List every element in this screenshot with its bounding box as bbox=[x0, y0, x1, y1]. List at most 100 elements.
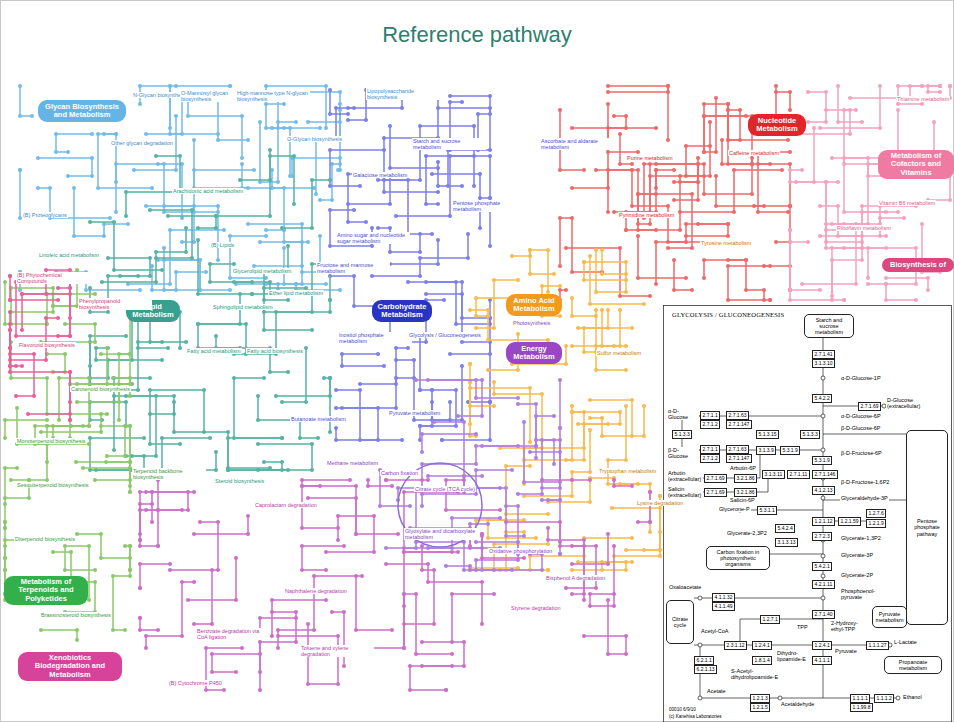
compound-dot bbox=[138, 490, 142, 494]
compound-dot bbox=[202, 388, 206, 392]
pathway-line bbox=[107, 426, 130, 486]
compound-dot bbox=[474, 492, 478, 496]
pathway-line bbox=[348, 174, 366, 222]
compound-dot bbox=[418, 424, 422, 428]
compound-dot bbox=[454, 424, 458, 428]
compound-dot bbox=[172, 394, 176, 398]
compound-dot bbox=[588, 254, 592, 258]
compound-dot bbox=[612, 592, 616, 596]
compound-dot bbox=[642, 162, 646, 166]
compound-dot bbox=[288, 126, 292, 130]
compound-dot bbox=[57, 376, 61, 380]
compound-dot bbox=[624, 548, 628, 552]
compound-dot bbox=[726, 234, 730, 238]
compound-dot bbox=[618, 246, 622, 250]
compound-dot bbox=[3, 280, 7, 284]
compound-dot bbox=[920, 102, 924, 106]
pathway-line bbox=[620, 484, 650, 532]
compound-dot bbox=[208, 262, 212, 266]
compound-dot bbox=[818, 288, 822, 292]
compound-dot bbox=[426, 474, 430, 478]
compound-dot bbox=[420, 568, 424, 572]
compound-dot bbox=[376, 406, 380, 410]
node-text: Metabolism of Cofactors and Vitamins bbox=[883, 152, 949, 177]
compound-dot bbox=[546, 568, 550, 572]
compound-dot bbox=[306, 496, 310, 500]
compound-dot bbox=[678, 174, 682, 178]
compound-dot bbox=[128, 460, 132, 464]
pathway-line bbox=[572, 412, 620, 424]
compound-dot bbox=[48, 186, 52, 190]
compound-dot bbox=[348, 478, 352, 482]
compound-dot bbox=[66, 150, 70, 154]
pathway-line bbox=[404, 518, 500, 548]
compound-dot bbox=[306, 240, 310, 244]
node-text: 5.1.3.15 bbox=[759, 431, 777, 438]
compound-dot bbox=[3, 418, 7, 422]
compound-dot bbox=[56, 316, 60, 320]
compound-dot bbox=[800, 168, 804, 172]
compound-dot bbox=[552, 438, 556, 442]
compound-dot bbox=[106, 346, 110, 350]
compound-dot bbox=[160, 268, 164, 272]
compound-dot bbox=[68, 412, 72, 416]
compound-dot bbox=[288, 174, 292, 178]
compound-dot bbox=[540, 498, 544, 502]
compound-dot bbox=[460, 100, 464, 104]
compound-dot bbox=[516, 396, 520, 400]
compound-dot bbox=[310, 442, 314, 446]
compound-dot bbox=[648, 490, 652, 494]
compound-dot bbox=[262, 328, 266, 332]
compound-dot bbox=[117, 418, 121, 422]
compound-dot bbox=[624, 344, 628, 348]
compound-dot bbox=[948, 198, 952, 202]
node-text: 2.7.1.69 bbox=[707, 489, 725, 496]
compound-dot bbox=[210, 670, 214, 674]
compound-dot bbox=[540, 392, 544, 396]
compound-dot bbox=[768, 298, 772, 302]
compound-dot bbox=[56, 286, 60, 290]
compound-dot bbox=[184, 340, 188, 344]
compound-dot bbox=[250, 292, 254, 296]
compound-dot bbox=[654, 282, 658, 286]
compound-dot bbox=[93, 322, 97, 326]
compound-dot bbox=[168, 568, 172, 572]
compound-dot bbox=[582, 350, 586, 354]
node-text: 3.1.3.11 bbox=[765, 471, 783, 478]
node-text: Energy Metabolism bbox=[511, 345, 557, 362]
enzyme-box: 2.7.1.146 bbox=[812, 470, 838, 479]
compound-dot bbox=[138, 544, 142, 548]
compound-dot bbox=[618, 132, 622, 136]
pathway-line bbox=[638, 492, 650, 522]
compound-dot bbox=[204, 646, 208, 650]
reaction-line bbox=[770, 554, 823, 555]
compound-dot bbox=[570, 270, 574, 274]
compound-dot bbox=[87, 424, 91, 428]
compound-dot bbox=[564, 362, 568, 366]
compound-dot bbox=[258, 616, 262, 620]
pathway-line bbox=[126, 156, 180, 216]
compound-dot bbox=[106, 274, 110, 278]
compound-dot bbox=[738, 108, 742, 112]
compound-dot bbox=[27, 496, 31, 500]
compound-dot bbox=[420, 544, 424, 548]
compound-dot bbox=[94, 346, 98, 350]
node-text: 2.7.1.2 bbox=[703, 455, 718, 462]
compound-dot bbox=[420, 478, 424, 482]
compound-dot bbox=[480, 556, 484, 560]
compound-dot bbox=[128, 352, 132, 356]
compound-dot bbox=[558, 284, 562, 288]
compound-dot bbox=[516, 368, 520, 372]
compound-dot bbox=[328, 184, 332, 188]
compound-dot bbox=[654, 168, 658, 172]
node-text: 2.7.1.147 bbox=[729, 455, 750, 462]
pathway-line bbox=[542, 380, 560, 488]
compound-dot bbox=[390, 628, 394, 632]
compound-dot bbox=[294, 640, 298, 644]
enzyme-box: 3.1.3.10 bbox=[812, 359, 835, 368]
compound-dot bbox=[160, 436, 164, 440]
compound-dot bbox=[354, 574, 358, 578]
compound-dot bbox=[786, 210, 790, 214]
compound-dot bbox=[424, 340, 428, 344]
